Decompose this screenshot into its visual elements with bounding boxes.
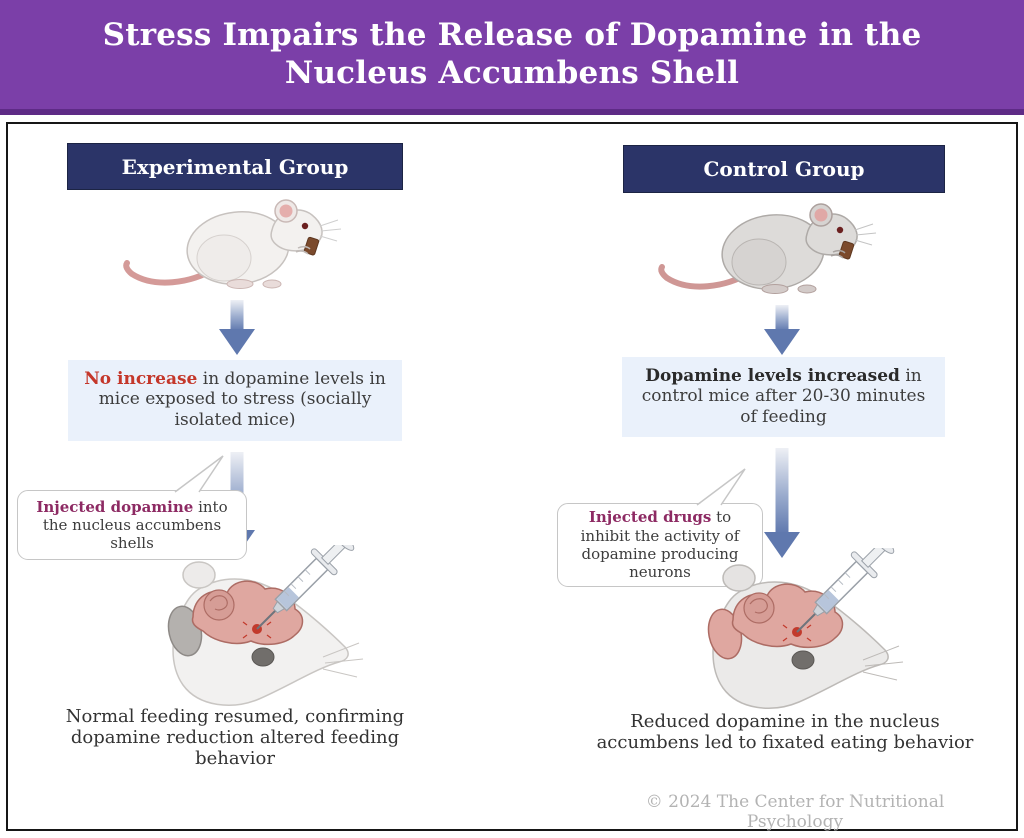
copyright-notice: © 2024 The Center for Nutritional Psycho… [645,792,945,832]
callout-highlight: Injected dopamine [36,497,194,516]
callout-highlight: Injected drugs [588,508,712,527]
control-injection-callout: Injected drugs to inhibit the activity o… [557,503,763,587]
experimental-group-label: Experimental Group [121,154,349,179]
control-finding-box: Dopamine levels increased in control mic… [622,357,945,437]
syringe-into-mouse-brain-icon [167,545,364,706]
down-arrow-icon [764,448,800,558]
control-group-label: Control Group [703,157,865,181]
callout-tail-icon [696,468,746,506]
title-banner: Stress Impairs the Release of Dopamine i… [0,0,1024,115]
callout-tail-icon [174,455,224,493]
control-group-header: Control Group [623,145,945,193]
experimental-group-header: Experimental Group [67,143,403,190]
finding-text: in dopamine levels in mice exposed to st… [98,369,386,430]
callout-text: to inhibit the activity of dopamine prod… [580,508,740,582]
finding-highlight: No increase [84,369,198,389]
down-arrow-icon [764,305,800,355]
page-title: Stress Impairs the Release of Dopamine i… [102,16,922,91]
experimental-result-text: Normal feeding resumed, confirming dopam… [65,706,405,770]
gray-mouse-eating-icon [658,203,877,294]
experimental-finding-box: No increase in dopamine levels in mice e… [68,360,402,441]
finding-highlight: Dopamine levels increased [645,366,900,386]
down-arrow-icon [219,300,255,355]
finding-text: in control mice after 20-30 minutes of f… [641,366,926,427]
syringe-into-mouse-brain-icon [707,548,904,709]
callout-text: into the nucleus accumbens shells [42,497,228,553]
experimental-injection-callout: Injected dopamine into the nucleus accum… [17,490,247,560]
control-result-text: Reduced dopamine in the nucleus accumben… [596,711,974,754]
white-mouse-eating-icon [123,199,342,289]
